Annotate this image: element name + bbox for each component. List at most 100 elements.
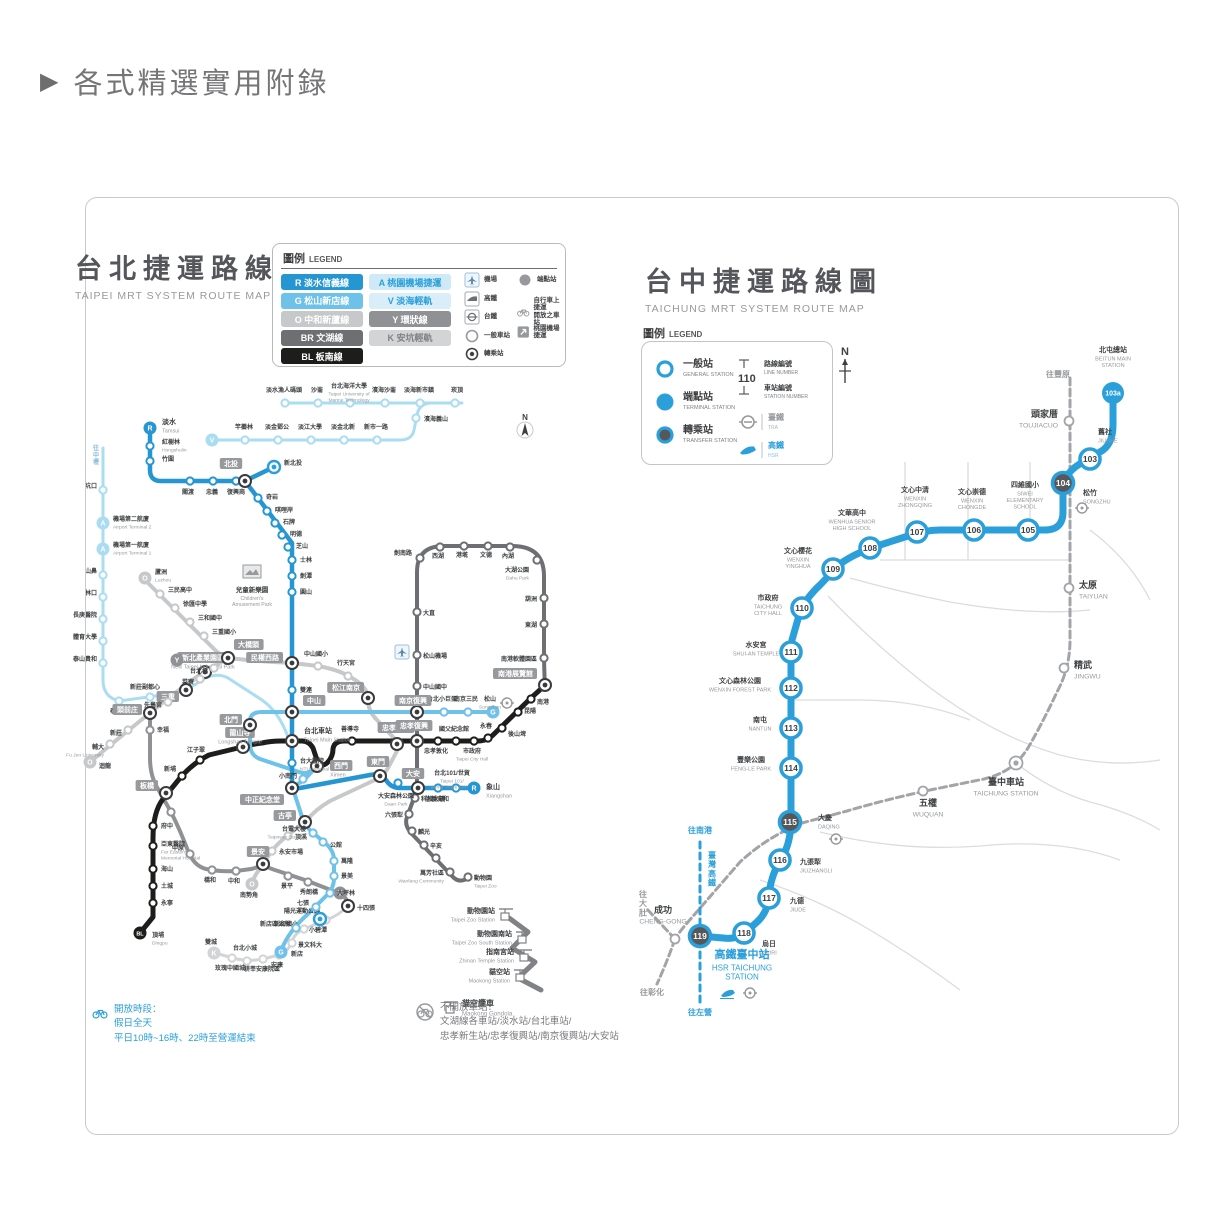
station-大安森林公園 bbox=[393, 778, 403, 788]
terminal-badge: R bbox=[147, 425, 152, 432]
station-文心中清: 107 bbox=[905, 520, 929, 544]
compass-icon: N bbox=[516, 413, 534, 439]
station-辛亥 bbox=[419, 840, 429, 850]
station-name-坑口: 坑口 bbox=[85, 482, 97, 490]
station-name-貓空站-en: Maokong Station bbox=[468, 979, 510, 985]
legend-row-en: GENERAL STATION bbox=[683, 372, 734, 378]
station-竹圍 bbox=[145, 456, 155, 466]
station-name-大安森林公園: 大安森林公園 bbox=[378, 792, 414, 800]
station-name-港墘: 港墘 bbox=[456, 551, 468, 559]
station-沙崙 bbox=[313, 398, 323, 408]
station-北投 bbox=[238, 474, 252, 488]
station-中和 bbox=[231, 866, 241, 876]
no-bike-stations-note: 不開放車站： 文湖線各車站/淡水站/台北車站/ 忠孝新生站/忠孝復興站/南京復興… bbox=[440, 1002, 619, 1042]
station-name-復興崗: 復興崗 bbox=[226, 488, 245, 496]
station-label-box bbox=[273, 810, 296, 821]
station-number: 106 bbox=[967, 525, 981, 535]
station-崁頂 bbox=[450, 398, 460, 408]
hsr-icon bbox=[464, 291, 480, 306]
station-label-box bbox=[330, 760, 353, 771]
station-label-box bbox=[219, 458, 243, 469]
page-title: 各式精選實用附錄 bbox=[73, 68, 330, 100]
station-太原 bbox=[1063, 582, 1075, 594]
map-label-高鐵臺中站: 高鐵臺中站 bbox=[715, 947, 770, 961]
line-G 松山新店線 bbox=[279, 787, 336, 952]
station-三重 bbox=[179, 683, 193, 697]
station-name-烏日: 烏日 bbox=[762, 939, 776, 948]
page-header: ▶ 各式精選實用附錄 bbox=[40, 60, 329, 102]
station-name-關渡: 關渡 bbox=[182, 488, 195, 496]
map-label-兒童新樂園: 兒童新樂園 bbox=[236, 585, 269, 594]
station-成功 bbox=[669, 933, 681, 945]
airport-icon bbox=[464, 272, 480, 288]
station-label-box bbox=[156, 691, 179, 702]
terminal-badge: A bbox=[100, 520, 105, 527]
station-name-大直: 大直 bbox=[423, 609, 435, 617]
station-name-台北車站-en: Taipei Main Station bbox=[304, 738, 351, 744]
station-name-中山: 中山 bbox=[307, 696, 321, 705]
map-label-貓空纜車-en: Maokong Gondola bbox=[462, 1011, 513, 1018]
station-name-動物園: 動物園 bbox=[474, 874, 492, 882]
tra-roundel-icon bbox=[829, 833, 843, 845]
tra-icon bbox=[464, 309, 480, 325]
station-name-南港軟體園區: 南港軟體園區 bbox=[501, 655, 537, 663]
legend-label: 路線編號 bbox=[764, 359, 792, 368]
station-指南宮站 bbox=[518, 949, 532, 962]
station-number: 103 bbox=[1083, 454, 1097, 464]
station-name-成功: 成功 bbox=[654, 904, 672, 915]
station-name-淡水: 淡水 bbox=[162, 417, 177, 426]
station-石牌 bbox=[270, 518, 280, 528]
station-name-中原: 中原 bbox=[172, 844, 184, 852]
station-name-新北投: 新北投 bbox=[284, 459, 303, 467]
station-name-竹圍: 竹圍 bbox=[161, 455, 174, 463]
station-台北橋 bbox=[209, 663, 219, 673]
station-林口 bbox=[98, 592, 108, 602]
station-北門 bbox=[243, 718, 257, 732]
station-name-市政府-en: Taipei City Hall bbox=[456, 757, 488, 763]
station-name-大安森林公園-en: Daan Park bbox=[384, 802, 408, 808]
station-name-濱海沙崙: 濱海沙崙 bbox=[372, 386, 397, 394]
station-忠孝復興 bbox=[410, 734, 424, 748]
station-name-太原-en: TAIYUAN bbox=[1079, 594, 1108, 601]
legend-chip-Y 環狀線: Y 環狀線 bbox=[369, 311, 451, 327]
station-台大醫院 bbox=[287, 758, 297, 768]
station-江子翠 bbox=[195, 755, 205, 765]
station-name-大湖公園: 大湖公園 bbox=[505, 566, 529, 574]
station-label-box bbox=[366, 756, 390, 767]
station-name-頂溪: 頂溪 bbox=[295, 833, 308, 841]
station-新店: G bbox=[274, 945, 288, 959]
station-name-石牌: 石牌 bbox=[282, 518, 295, 526]
station-name-崁頂: 崁頂 bbox=[451, 386, 464, 394]
station-紅樹林 bbox=[145, 441, 155, 451]
station-name-文心森林公園: 文心森林公園 bbox=[719, 676, 761, 685]
station-南港展覽館 bbox=[538, 678, 552, 692]
station-name-善導寺: 善導寺 bbox=[341, 725, 359, 733]
station-name-精武-en: JINGWU bbox=[1074, 674, 1101, 681]
station-name-麟光: 麟光 bbox=[418, 828, 430, 836]
station-北屯總站: 103a bbox=[1102, 382, 1124, 404]
tra-roundel-icon bbox=[500, 697, 514, 709]
station-name-四維國小: 四維國小 bbox=[1011, 480, 1039, 489]
station-古亭 bbox=[298, 815, 312, 829]
road bbox=[790, 699, 971, 721]
arrow-right-icon: ▶ bbox=[40, 67, 62, 95]
station-name-蘆洲: 蘆洲 bbox=[155, 568, 167, 576]
station-松竹: 104 bbox=[1050, 470, 1076, 496]
station-name-江子翠: 江子翠 bbox=[187, 746, 205, 754]
station-name-山鼻: 山鼻 bbox=[85, 567, 97, 575]
legend-symbol-airport-transfer-icon: 桃園機場捷運 bbox=[516, 323, 565, 341]
road bbox=[1015, 762, 1161, 831]
station-number: 118 bbox=[737, 928, 751, 938]
station-name-水安宮-en: SHUI-AN TEMPLE bbox=[733, 652, 780, 658]
station-Y: Y bbox=[170, 653, 184, 667]
station-label-box bbox=[401, 768, 425, 779]
station-士林 bbox=[287, 555, 297, 565]
terminal-station-icon bbox=[519, 274, 531, 286]
station-name-泰山貴和: 泰山貴和 bbox=[72, 655, 97, 663]
